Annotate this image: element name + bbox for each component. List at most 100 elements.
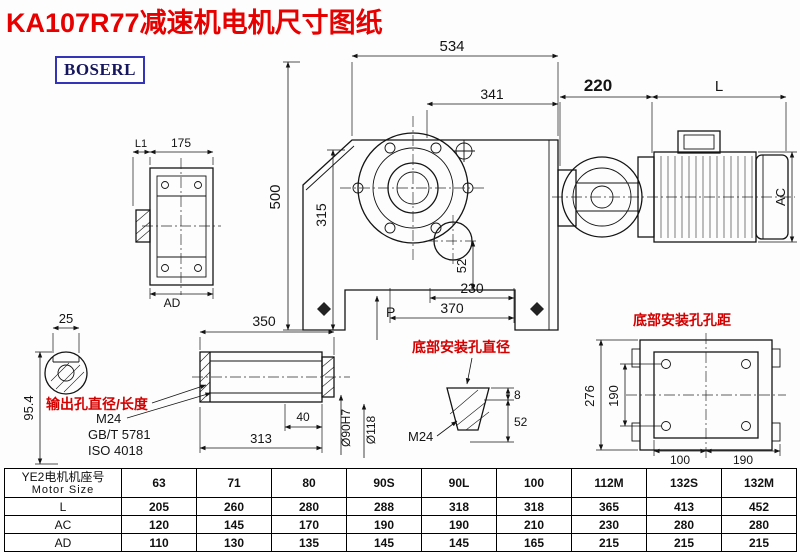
brand-logo-text: BOSERL: [64, 60, 136, 79]
foot-marker-left: [317, 302, 331, 316]
label-p: P: [386, 304, 395, 320]
shaft-end-dimensions: 25 95.4: [21, 311, 80, 465]
dim-230: 230: [460, 280, 484, 296]
mount-hole-detail: 底部安装孔直径 M24 8 52: [408, 339, 528, 444]
table-value-cell: 190: [421, 515, 497, 534]
table-value-cell: 318: [421, 497, 497, 516]
table-value-cell: 215: [721, 533, 797, 552]
mount-hole-section: [446, 387, 490, 431]
table-header-row: YE2电机机座号 Motor Size 63 71 80 90S 90L 100…: [4, 468, 797, 498]
table-row-label: AD: [4, 533, 122, 552]
side-body: [149, 167, 214, 286]
dim-315: 315: [313, 203, 329, 227]
mount-hole-thread-label: M24: [408, 429, 433, 444]
table-value-cell: 205: [121, 497, 197, 516]
dim-AD: AD: [164, 296, 181, 310]
dim-534: 534: [439, 38, 464, 55]
brand-logo: BOSERL: [55, 56, 145, 84]
size-col-header: 100: [496, 468, 572, 498]
table-value-cell: 413: [646, 497, 722, 516]
dim-25: 25: [59, 311, 73, 326]
dim-341: 341: [480, 86, 504, 102]
mount-hole: [661, 421, 671, 431]
dim-95-4: 95.4: [21, 395, 36, 420]
dim-L: L: [715, 78, 723, 95]
size-col-header: 132S: [646, 468, 722, 498]
gearbox-side-dimensions: L1 175 AD: [132, 136, 214, 310]
table-value-cell: 210: [496, 515, 572, 534]
table-row-AC: AC 120 145 170 190 190 210 230 280 280: [4, 515, 797, 534]
mount-hole: [741, 359, 751, 369]
dim-AC: AC: [773, 188, 788, 206]
dim-220: 220: [584, 76, 612, 95]
table-value-cell: 135: [271, 533, 347, 552]
shaft-end-view: [44, 351, 88, 395]
table-row-label: AC: [4, 515, 122, 534]
size-col-header: 80: [271, 468, 347, 498]
input-shaft-stub: [135, 209, 151, 243]
thread-m24-label: M24: [96, 411, 121, 426]
table-value-cell: 280: [646, 515, 722, 534]
dim-40: 40: [296, 410, 310, 424]
dim-190-horizontal: 190: [733, 453, 753, 467]
bottom-view: 底部安装孔孔距: [626, 312, 786, 458]
dim-313: 313: [250, 431, 272, 446]
motor-fins: [660, 156, 753, 238]
table-row-AD: AD 110 130 135 145 145 165 215 215 215: [4, 533, 797, 552]
motor-size-table: YE2电机机座号 Motor Size 63 71 80 90S 90L 100…: [4, 468, 797, 552]
size-col-header: 90S: [346, 468, 422, 498]
dim-52-depth: 52: [514, 415, 528, 429]
dim-L1: L1: [135, 138, 147, 150]
size-col-header: 63: [121, 468, 197, 498]
bottom-view-dimensions: 276 190 100 190: [582, 339, 781, 467]
shaft-end-circle: [44, 351, 88, 395]
dim-370: 370: [440, 300, 464, 316]
dim-8: 8: [514, 388, 521, 402]
table-value-cell: 130: [196, 533, 272, 552]
table-row-L: L 205 260 280 288 318 318 365 413 452: [4, 497, 797, 516]
mount-hole-label: 底部安装孔直径: [412, 339, 510, 355]
size-col-header: 90L: [421, 468, 497, 498]
table-value-cell: 288: [346, 497, 422, 516]
table-header-cn: YE2电机机座号: [21, 469, 105, 484]
gearbox-side-view: [135, 158, 221, 295]
technical-drawing: 534 341 500 315 52 230 370 P: [21, 38, 797, 467]
mount-hole: [741, 421, 751, 431]
motor-side-view: [552, 130, 795, 243]
table-value-cell: 280: [271, 497, 347, 516]
size-col-header: 132M: [721, 468, 797, 498]
table-value-cell: 260: [196, 497, 272, 516]
table-row-label: L: [4, 497, 122, 516]
standard-iso-label: ISO 4018: [88, 443, 143, 458]
table-value-cell: 318: [496, 497, 572, 516]
table-header-motor-size: YE2电机机座号 Motor Size: [4, 468, 122, 498]
table-value-cell: 215: [646, 533, 722, 552]
table-value-cell: 170: [271, 515, 347, 534]
dim-175: 175: [171, 136, 191, 150]
dim-276: 276: [582, 385, 597, 407]
output-shaft-view: [192, 351, 350, 403]
dim-190-vertical: 190: [606, 385, 621, 407]
table-value-cell: 190: [346, 515, 422, 534]
dim-500: 500: [267, 184, 284, 209]
table-header-en: Motor Size: [31, 483, 95, 496]
table-value-cell: 215: [571, 533, 647, 552]
table-value-cell: 165: [496, 533, 572, 552]
dim-bore-diameter: Ø90H7: [339, 409, 353, 447]
coupling-housing: [557, 169, 577, 227]
table-value-cell: 110: [121, 533, 197, 552]
dim-100: 100: [670, 453, 690, 467]
page-title: KA107R77减速机电机尺寸图纸: [6, 8, 383, 38]
motor-dimensions: 220 L AC: [559, 76, 797, 243]
dim-outer-diameter: Ø118: [364, 415, 378, 444]
table-value-cell: 145: [196, 515, 272, 534]
standard-gb-label: GB/T 5781: [88, 427, 151, 442]
gearbox-front-dimensions: 534 341 500 315 52 230 370 P: [267, 38, 559, 340]
table-value-cell: 145: [421, 533, 497, 552]
bottom-view-label: 底部安装孔孔距: [633, 312, 731, 328]
mount-hole: [661, 359, 671, 369]
dim-350: 350: [252, 313, 276, 329]
output-shaft-dimensions: 350 40 313 Ø90H7 Ø118 输出孔直径/长度 M24 GB/T …: [46, 313, 378, 458]
fan-cowl: [755, 154, 789, 240]
size-col-header: 71: [196, 468, 272, 498]
